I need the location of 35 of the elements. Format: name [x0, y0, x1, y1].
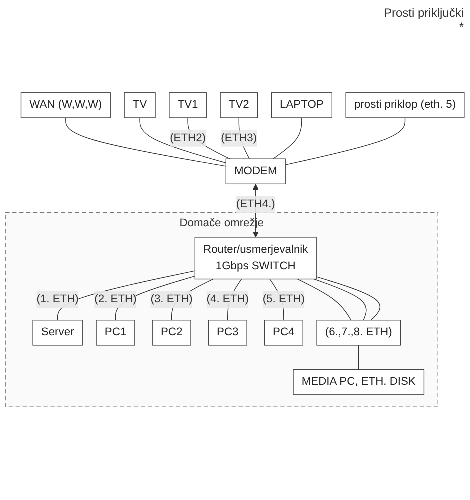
node-box: MEDIA PC, ETH. DISK: [293, 369, 425, 396]
note-text: Prosti priključki: [384, 6, 464, 20]
connector: [57, 270, 196, 321]
node-box: PC3: [208, 320, 248, 346]
edge-label: (1. ETH): [36, 294, 79, 306]
node-box: WAN (W,W,W): [20, 92, 111, 118]
edge-label: (2. ETH): [94, 294, 137, 306]
node-box: Server: [32, 320, 83, 346]
node-box: Router/usmerjevalnik 1Gbps SWITCH: [194, 237, 317, 280]
edge-label: (ETH3): [221, 132, 258, 144]
node-box: TV1: [169, 92, 207, 118]
connector: [316, 276, 381, 321]
connector: [314, 278, 367, 321]
node-box: TV2: [220, 92, 258, 118]
edge-label: (4. ETH): [206, 294, 249, 306]
edge-label: (5. ETH): [262, 294, 305, 306]
node-box: PC4: [264, 320, 304, 346]
connector: [272, 118, 302, 160]
edge-label: (3. ETH): [150, 294, 193, 306]
node-box: MODEM: [226, 158, 286, 184]
edge-label: (ETH2): [170, 132, 206, 144]
connector: [140, 118, 226, 164]
connector: [358, 345, 360, 370]
node-box: (6.,7.,8. ETH): [316, 320, 402, 346]
connector: [66, 118, 226, 167]
node-box: LAPTOP: [271, 92, 332, 118]
node-box: prosti priklop (eth. 5): [346, 92, 465, 118]
edge-label: (ETH4.): [236, 198, 276, 210]
note-text: *: [458, 20, 464, 34]
connector: [115, 276, 196, 321]
node-box: PC1: [96, 320, 136, 346]
node-box: TV: [124, 92, 156, 118]
connector: [297, 278, 352, 321]
node-box: PC2: [152, 320, 192, 346]
connector: [285, 118, 406, 166]
